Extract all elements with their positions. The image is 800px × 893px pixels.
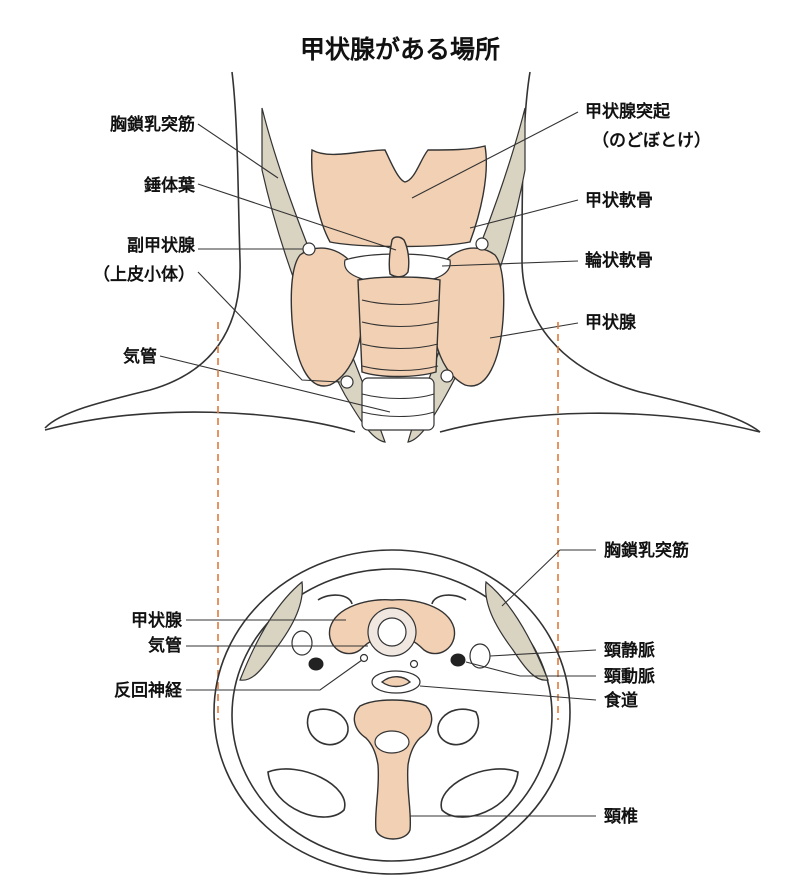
label-trachea-section: 気管 — [147, 635, 182, 656]
leader-scm-left — [197, 123, 279, 179]
jugular-vein-left — [291, 630, 313, 656]
carotid-artery-right — [450, 653, 466, 667]
leader-scm-section — [501, 549, 596, 607]
leader-prominence — [411, 111, 579, 199]
leader-pyramidal — [197, 183, 397, 251]
trachea-lower-ring-1 — [361, 393, 435, 399]
label-laryngeal-prominence: 甲状腺突起 — [585, 101, 671, 122]
leader-thyroid-cartilage — [469, 199, 579, 229]
jugular-vein-right — [469, 643, 491, 669]
leader-jugular — [489, 649, 597, 657]
fascia-left — [317, 594, 353, 605]
trachea-lumen — [377, 617, 407, 647]
label-esophagus: 食道 — [604, 690, 638, 711]
leader-carotid — [465, 661, 596, 677]
leader-esophagus — [419, 685, 597, 701]
label-scm-section: 胸鎖乳突筋 — [604, 540, 689, 561]
carotid-artery-left — [308, 657, 324, 671]
parathyroid-lower-right — [440, 369, 454, 383]
label-pyramidal-lobe: 錘体葉 — [144, 175, 196, 196]
front-view: 胸鎖乳突筋 錘体葉 副甲状腺 （上皮小体） 気管 甲状腺突起 （のどぼとけ） 甲… — [44, 71, 761, 443]
label-adams-apple: （のどぼとけ） — [592, 130, 711, 151]
posterior-muscle-left — [267, 768, 346, 818]
parathyroid-lower-left — [340, 375, 354, 389]
clavicle-line-right — [439, 412, 761, 433]
posterior-muscle-right — [440, 768, 519, 818]
label-scm-front: 胸鎖乳突筋 — [110, 114, 195, 135]
trachea-lower — [361, 377, 435, 431]
leader-trachea-front — [159, 355, 391, 413]
label-thyroid-front: 甲状腺 — [585, 312, 637, 333]
leader-parathyroid-lower — [197, 271, 341, 383]
label-parathyroid-alt: （上皮小体） — [93, 264, 195, 285]
parathyroid-upper-right — [475, 237, 489, 251]
recurrent-nerve-right — [409, 659, 419, 669]
pyramidal-lobe — [388, 236, 410, 278]
parathyroid-upper-left — [302, 242, 316, 256]
neck-cross-section-outer — [213, 549, 571, 875]
clavicle-line-left — [44, 411, 356, 433]
thyroid-cartilage — [310, 145, 488, 248]
scm-section-left — [239, 580, 303, 681]
recurrent-nerve-left — [359, 653, 369, 663]
neck-cross-section-inner — [231, 568, 553, 862]
deep-muscle-left — [306, 708, 349, 746]
scm-section-right — [485, 580, 549, 681]
spinal-canal — [374, 730, 410, 754]
label-trachea-front: 気管 — [122, 346, 157, 367]
cervical-vertebra — [353, 699, 433, 840]
neck-outline-left — [44, 71, 241, 429]
label-cricoid-cartilage: 輪状軟骨 — [585, 250, 653, 271]
diagram-title: 甲状腺がある場所 — [300, 35, 500, 64]
trachea-rings — [361, 299, 439, 371]
leader-recurrent-nerve — [186, 659, 363, 691]
label-recurrent-nerve: 反回神経 — [114, 680, 183, 701]
label-jugular-vein: 頸静脈 — [604, 640, 655, 661]
leader-thyroid-right — [489, 322, 579, 339]
label-thyroid-cartilage: 甲状軟骨 — [585, 190, 653, 211]
fascia-right — [431, 594, 467, 605]
leader-cricoid — [441, 260, 579, 267]
label-thyroid-section: 甲状腺 — [131, 610, 183, 631]
label-carotid-artery: 頸動脈 — [604, 666, 655, 687]
label-parathyroid: 副甲状腺 — [127, 235, 196, 256]
label-cervical-vertebra: 頸椎 — [604, 806, 638, 827]
trachea-lower-ring-2 — [361, 411, 435, 417]
deep-muscle-right — [437, 708, 480, 746]
cross-section: 甲状腺 気管 反回神経 胸鎖乳突筋 頸静脈 頸動脈 食道 頸椎 — [114, 540, 689, 875]
esophagus-lumen — [380, 676, 412, 688]
